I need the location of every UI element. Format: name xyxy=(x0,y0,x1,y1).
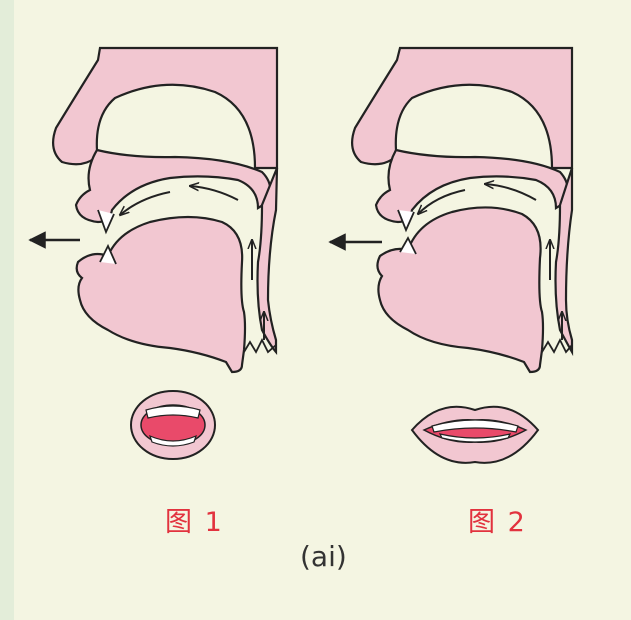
tongue-jaw-1 xyxy=(77,217,245,372)
palate-upper-lip-1 xyxy=(76,150,270,222)
head-section-2 xyxy=(330,48,572,372)
mouth-front-view-1 xyxy=(131,391,215,459)
tongue-jaw-2 xyxy=(377,207,543,372)
phoneme-label: (ai) xyxy=(300,540,347,573)
nasal-cavity-1 xyxy=(53,48,277,168)
figure-2-caption: 图 2 xyxy=(468,500,527,539)
airflow-arrow-1a xyxy=(190,186,238,200)
head-section-1 xyxy=(30,48,277,372)
nasal-cavity-2 xyxy=(352,48,572,168)
figure-1-caption: 图 1 xyxy=(165,500,224,539)
airflow-arrow-2a xyxy=(485,184,536,200)
mouth-front-view-2 xyxy=(412,407,538,463)
